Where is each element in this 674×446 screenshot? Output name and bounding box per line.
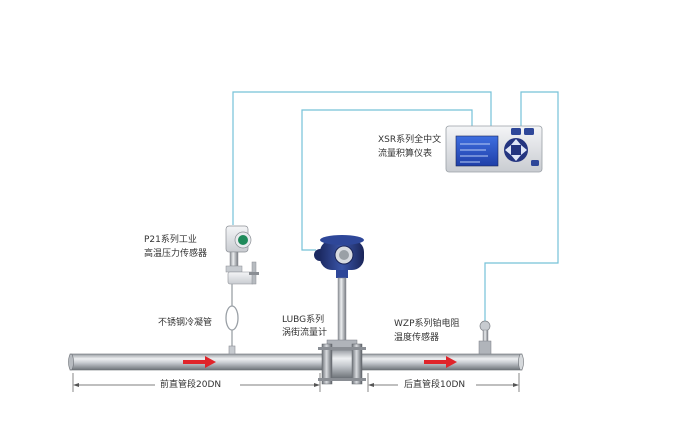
wire-temperature bbox=[484, 91, 559, 322]
vortex-label-line1: LUBG系列 bbox=[282, 315, 325, 325]
keypad-icon bbox=[504, 128, 539, 166]
vortex-label-line2: 涡街流量计 bbox=[282, 328, 328, 338]
wire-pressure bbox=[232, 91, 492, 225]
dimension-downstream bbox=[367, 373, 520, 392]
flow-arrow-downstream bbox=[424, 356, 457, 368]
pipe bbox=[68, 353, 524, 371]
condenser-coil bbox=[225, 284, 239, 355]
temperature-sensor bbox=[478, 320, 492, 355]
vortex-flowmeter bbox=[314, 235, 366, 385]
signal-wiring bbox=[232, 91, 559, 322]
temperature-label-line2: 温度传感器 bbox=[394, 333, 440, 343]
display-screen bbox=[455, 135, 499, 167]
pressure-label-line2: 高温压力传感器 bbox=[144, 249, 208, 259]
downstream-run-label: 后直管段10DN bbox=[404, 380, 466, 390]
wire-vortex bbox=[301, 109, 473, 251]
flow-totalizer-unit bbox=[445, 125, 543, 173]
upstream-run-label: 前直管段20DN bbox=[160, 380, 222, 390]
pressure-label-line1: P21系列工业 bbox=[144, 235, 197, 245]
dimension-upstream bbox=[72, 373, 321, 392]
flow-arrow-upstream bbox=[183, 356, 216, 368]
display-label-line2: 流量积算仪表 bbox=[378, 149, 433, 159]
temperature-label-line1: WZP系列铂电阻 bbox=[394, 319, 460, 329]
display-label-line1: XSR系列全中文 bbox=[378, 135, 442, 145]
condenser-label: 不锈钢冷凝管 bbox=[158, 318, 213, 328]
pressure-sensor bbox=[225, 225, 259, 285]
